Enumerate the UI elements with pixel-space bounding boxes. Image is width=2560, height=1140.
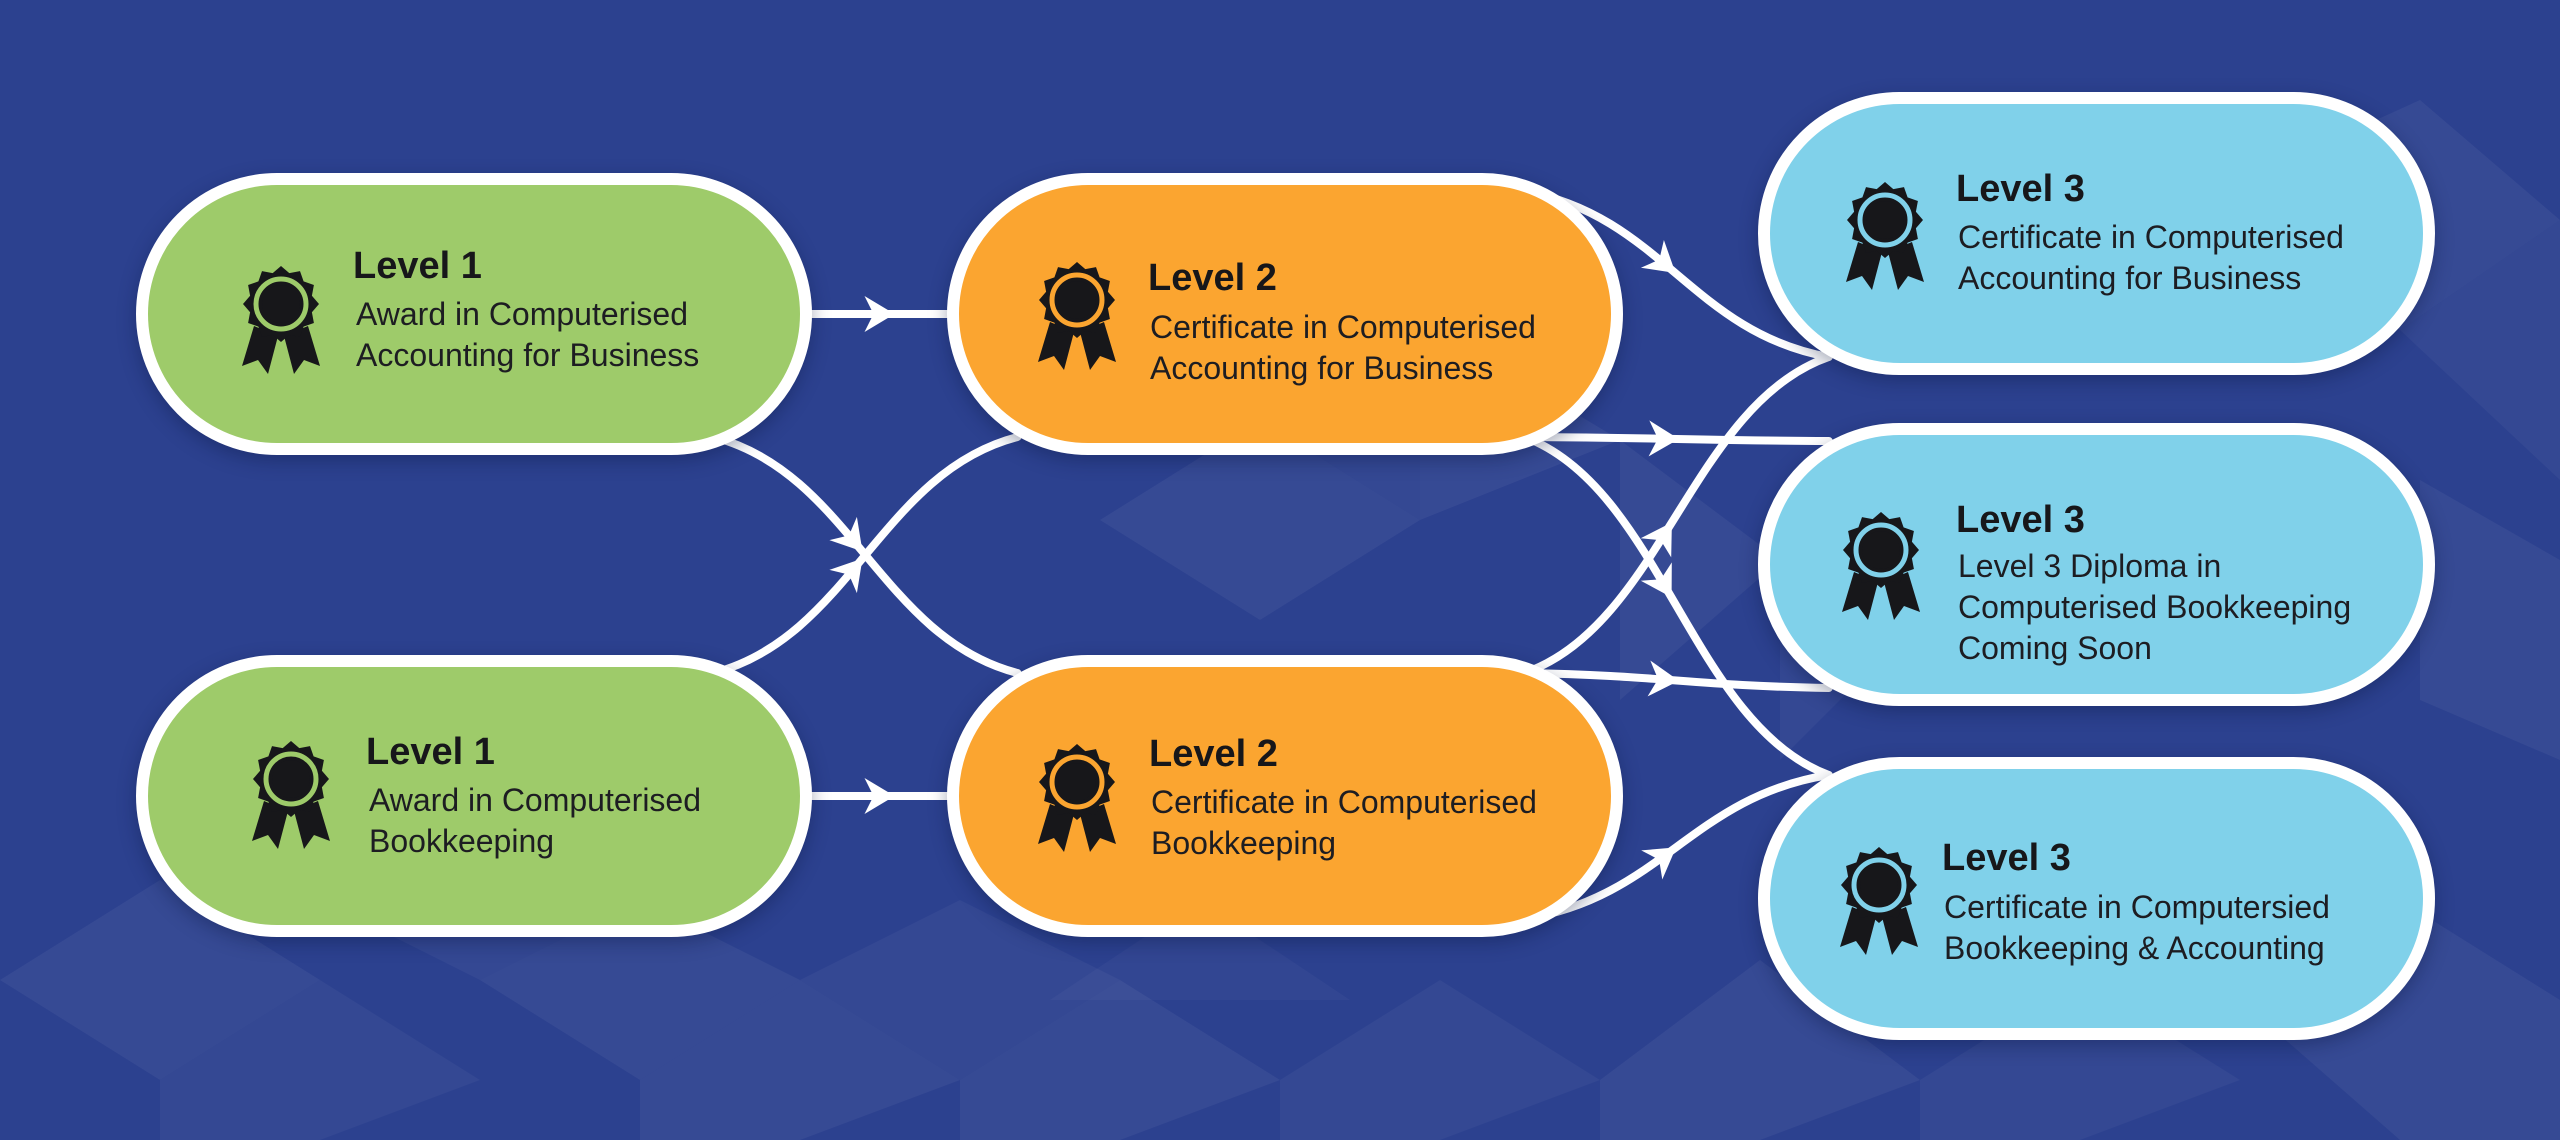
node-description: Certificate in Computerised Bookkeeping xyxy=(1151,782,1537,864)
node-title: Level 1 xyxy=(353,245,482,287)
connector-l2-accounting-to-l3-combined xyxy=(1520,433,1833,779)
node-description: Award in Computerised Bookkeeping xyxy=(369,780,701,862)
node-title: Level 3 xyxy=(1956,168,2085,210)
description-line: Award in Computerised xyxy=(369,782,702,818)
arrow-head-icon xyxy=(1640,240,1676,273)
arrow-head-icon xyxy=(864,778,895,814)
description-line: Accounting for Business xyxy=(356,337,700,373)
node-l1-bookkeeping[interactable]: Level 1 Award in Computerised Bookkeepin… xyxy=(136,655,812,937)
arrow-head-icon xyxy=(1640,562,1672,598)
description-line: Certificate in Computersied xyxy=(1944,889,2330,925)
connector-l1-accounting-to-l2-accounting xyxy=(802,296,957,332)
node-description: Certificate in Computersied Bookkeeping … xyxy=(1944,887,2330,969)
arrow-head-icon xyxy=(1648,420,1679,457)
connector-l1-bookkeeping-to-l2-bookkeeping xyxy=(802,778,957,814)
description-line: Certificate in Computerised xyxy=(1150,309,1536,345)
award-badge-icon xyxy=(252,741,330,849)
node-l3-combined[interactable]: Level 3 Certificate in Computersied Book… xyxy=(1758,757,2435,1040)
description-line: Award in Computerised xyxy=(356,296,689,332)
connector-l2-accounting-to-l3-accounting xyxy=(1520,187,1833,361)
node-title: Level 1 xyxy=(366,731,495,773)
award-badge-icon xyxy=(1842,512,1920,620)
connector-l2-accounting-to-l3-diploma xyxy=(1520,420,1833,457)
node-title: Level 2 xyxy=(1149,733,1278,775)
connector-l2-bookkeeping-to-l3-diploma xyxy=(1520,660,1833,697)
award-badge-icon xyxy=(242,266,320,374)
description-line: Accounting for Business xyxy=(1958,260,2302,296)
connector-l2-bookkeeping-to-l3-accounting xyxy=(1520,353,1833,677)
node-l3-accounting[interactable]: Level 3 Certificate in Computerised Acco… xyxy=(1758,92,2435,375)
arrow-head-icon xyxy=(1640,522,1672,558)
node-title: Level 3 xyxy=(1942,837,2071,879)
description-line: Bookkeeping xyxy=(1151,825,1337,861)
node-title: Level 2 xyxy=(1148,257,1277,299)
description-line: Certificate in Computerised xyxy=(1151,784,1537,820)
description-line: Certificate in Computerised xyxy=(1958,219,2344,255)
description-line: Computerised Bookkeeping xyxy=(1958,589,2352,625)
node-description: Level 3 Diploma in Computerised Bookkeep… xyxy=(1958,546,2351,669)
arrow-head-icon xyxy=(864,296,895,332)
description-line: Bookkeeping xyxy=(369,823,555,859)
arrow-head-icon xyxy=(1647,660,1679,697)
node-l1-accounting[interactable]: Level 1 Award in Computerised Accounting… xyxy=(136,173,812,455)
connector-l1-bookkeeping-to-l2-accounting xyxy=(709,433,1022,677)
arrow-head-icon xyxy=(1641,847,1677,880)
description-line: Bookkeeping & Accounting xyxy=(1944,930,2325,966)
node-description: Certificate in Computerised Accounting f… xyxy=(1150,307,1536,389)
award-badge-icon xyxy=(1038,262,1116,370)
node-description: Certificate in Computerised Accounting f… xyxy=(1958,217,2344,299)
node-title: Level 3 xyxy=(1956,499,2085,541)
connector-l2-bookkeeping-to-l3-combined xyxy=(1520,771,1833,923)
node-l2-bookkeeping[interactable]: Level 2 Certificate in Computerised Book… xyxy=(947,655,1623,937)
description-line: Coming Soon xyxy=(1958,630,2152,666)
node-l2-accounting[interactable]: Level 2 Certificate in Computerised Acco… xyxy=(947,173,1623,455)
arrow-head-icon xyxy=(829,558,863,594)
award-badge-icon xyxy=(1846,182,1924,290)
award-badge-icon xyxy=(1840,847,1918,955)
description-line: Level 3 Diploma in xyxy=(1958,548,2222,584)
node-description: Award in Computerised Accounting for Bus… xyxy=(356,294,699,376)
node-l3-diploma[interactable]: Level 3 Level 3 Diploma in Computerised … xyxy=(1758,423,2435,706)
description-line: Accounting for Business xyxy=(1150,350,1494,386)
arrow-head-icon xyxy=(829,516,863,552)
award-badge-icon xyxy=(1038,744,1116,852)
